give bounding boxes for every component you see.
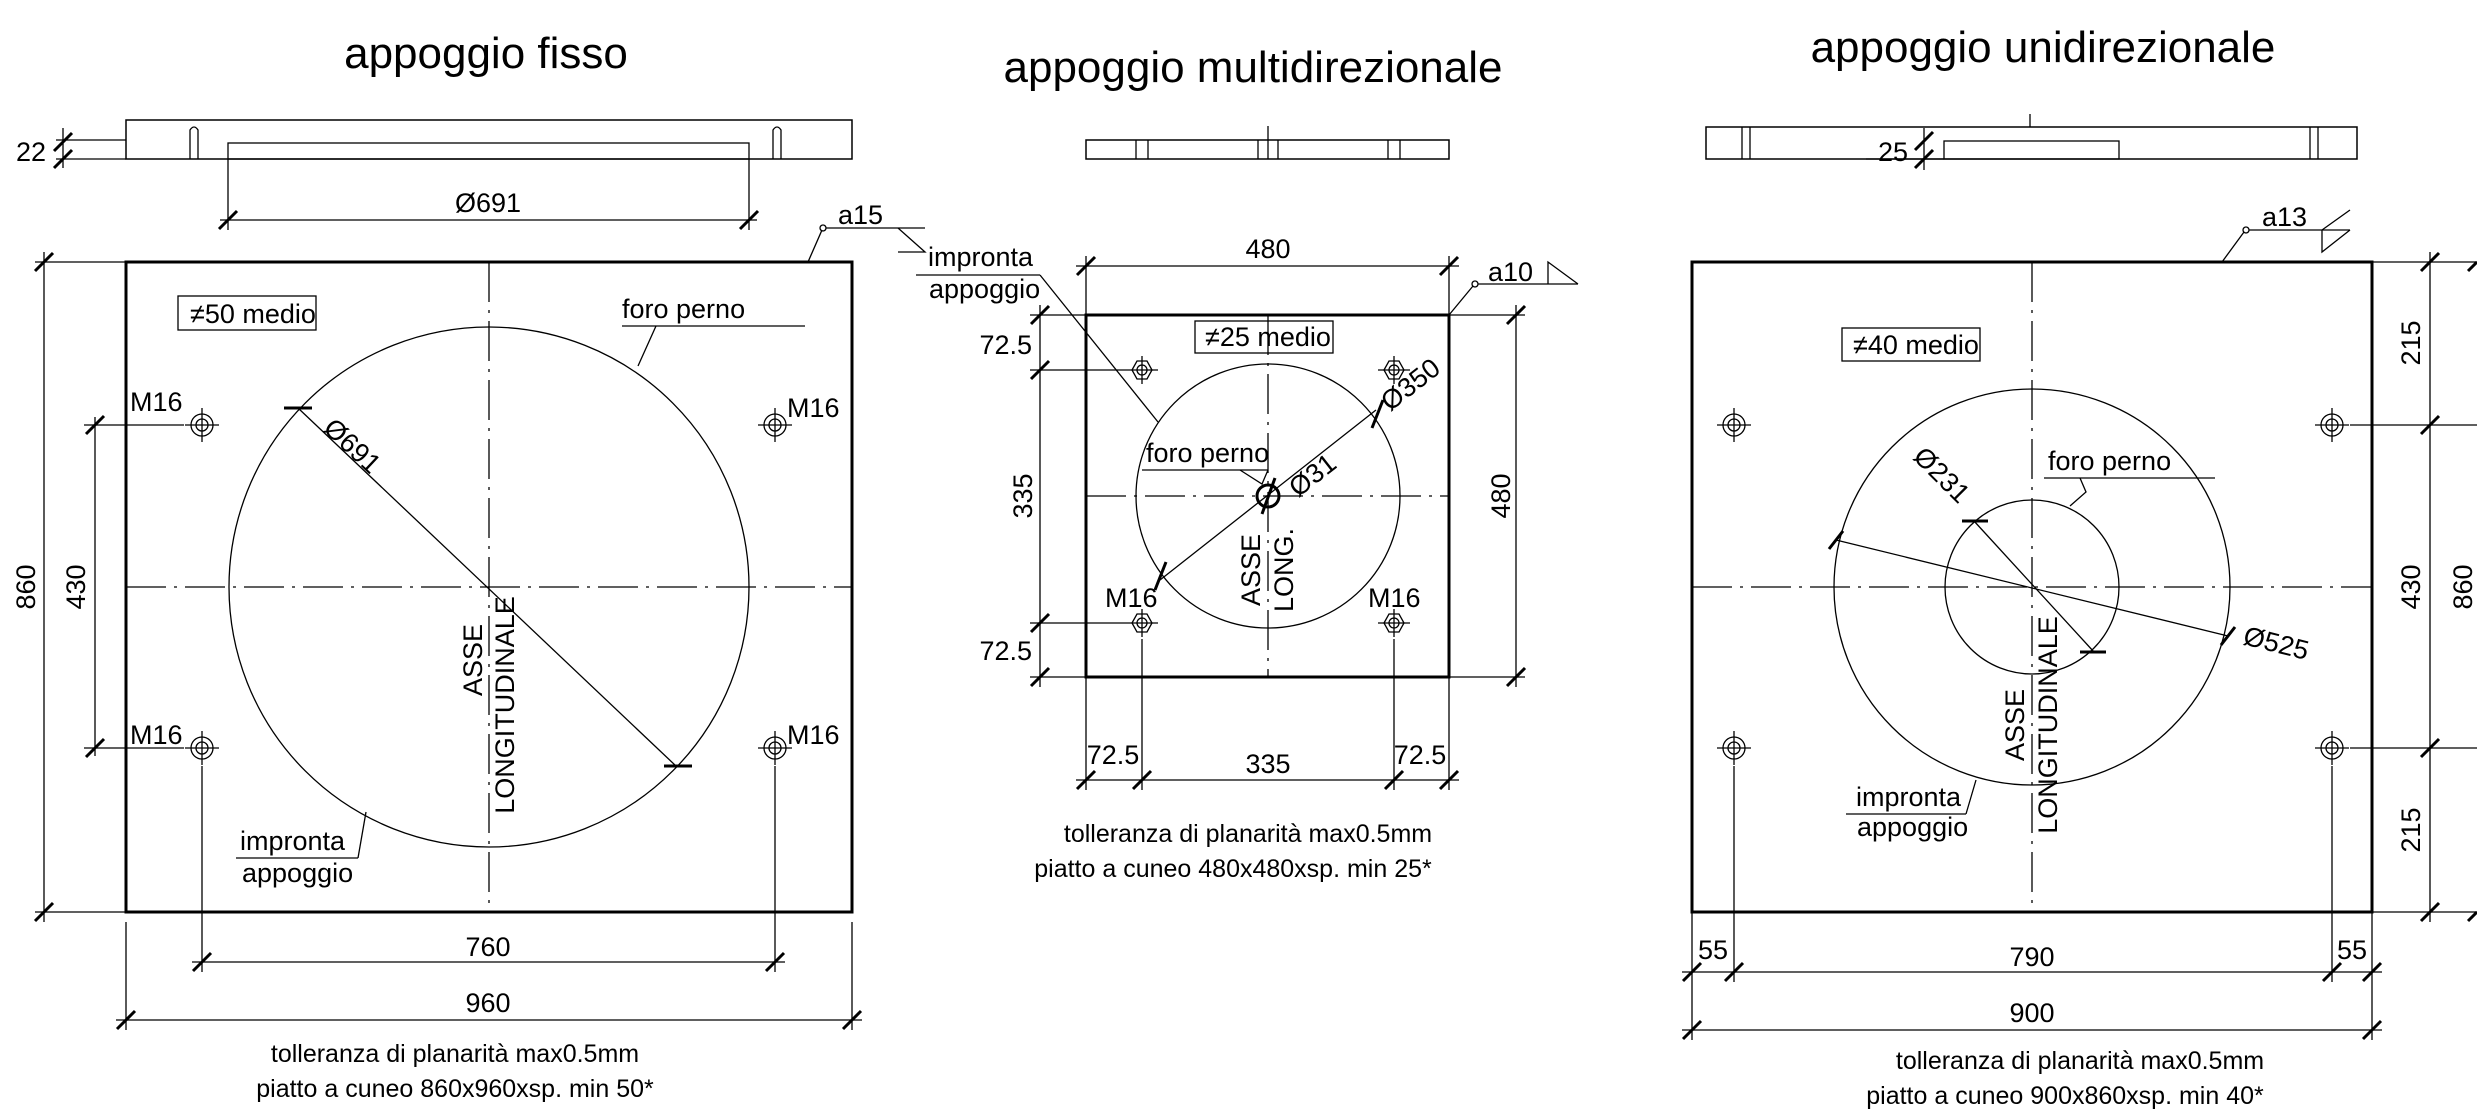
uni-outer-circle (1833, 388, 2231, 786)
uni-side-view: 25 (1705, 114, 2358, 170)
uni-note-1: tolleranza di planarità max0.5mm (1896, 1047, 2264, 1075)
uni-axis-label-1: ASSE (2000, 689, 2030, 761)
fixed-pin-circle (228, 326, 750, 848)
uni-bolt-3 (1716, 730, 1752, 766)
uni-weld-symbol: a13 (2221, 202, 2351, 263)
uni-width-dim: 900 (2009, 998, 2054, 1028)
fixed-bolt-label-1: M16 (130, 387, 183, 417)
multi-weld-label: a10 (1488, 257, 1533, 287)
multi-top-width-dim: 480 (1245, 234, 1290, 264)
fixed-thickness-dim: 22 (16, 137, 46, 167)
multi-right-height-dim: 480 (1486, 473, 1516, 518)
multi-side-view (1085, 126, 1450, 160)
uni-right-bottom-dim: 215 (2396, 807, 2426, 852)
multi-note-1: tolleranza di planarità max0.5mm (1064, 820, 1432, 848)
fixed-axis-label-2: LONGITUDINALE (490, 596, 520, 814)
uni-right-edge-dim: 55 (2337, 935, 2367, 965)
fixed-bolt-label-3: M16 (130, 720, 183, 750)
uni-axis-label-2: LONGITUDINALE (2033, 616, 2063, 834)
uni-thickness-box (1841, 327, 1981, 362)
uni-thickness-dim: 25 (1878, 137, 1908, 167)
fixed-bolt-1 (184, 407, 220, 443)
fixed-note-2: piatto a cuneo 860x960xsp. min 50* (256, 1075, 654, 1103)
fixed-weld-symbol: a15 (807, 200, 927, 263)
multi-thickness-box (1194, 320, 1334, 354)
multi-bolt-4 (1377, 608, 1411, 638)
fixed-bolt-label-4: M16 (787, 720, 840, 750)
uni-thickness-note: ≠40 medio (1853, 330, 1979, 360)
multidirectional-bearing-view: appoggio multidirezionale impronta appog… (916, 43, 1579, 883)
uni-left-edge-dim: 55 (1698, 935, 1728, 965)
uni-bolt-horizontal-dim: 790 (2009, 942, 2054, 972)
multi-footprint-circle (1135, 363, 1401, 629)
fixed-side-view: 22 Ø691 (16, 119, 853, 231)
uni-footprint-label-1: impronta (1856, 782, 1962, 812)
uni-inner-circle (1944, 499, 2120, 675)
uni-weld-label: a13 (2262, 202, 2307, 232)
uni-pin-hole-label: foro perno (2048, 446, 2171, 476)
uni-bolt-4 (2314, 730, 2350, 766)
uni-outer-diameter-dim: Ø525 (2241, 621, 2312, 666)
multi-bolt-label-2: M16 (1368, 583, 1421, 613)
multi-bolt-3 (1125, 608, 1159, 638)
fixed-bolt-label-2: M16 (787, 393, 840, 423)
uni-inner-diameter-dim: Ø231 (1908, 441, 1976, 509)
multi-pin-dim: Ø31 (1283, 448, 1342, 503)
multi-bottom-right-dim: 72.5 (1394, 740, 1447, 770)
uni-total-height-dim: 860 (2448, 564, 2477, 609)
multi-bottom-left-dim: 72.5 (1087, 740, 1140, 770)
uni-note-2: piatto a cuneo 900x860xsp. min 40* (1866, 1082, 2264, 1110)
fixed-thickness-note: ≠50 medio (190, 299, 316, 329)
uni-right-mid-dim: 430 (2396, 564, 2426, 609)
fixed-footprint-label-1: impronta (240, 826, 346, 856)
fixed-thickness-box (177, 295, 317, 331)
fixed-bolt-vertical-dim: 430 (61, 564, 91, 609)
fixed-footprint-label-2: appoggio (242, 858, 353, 888)
fixed-pin-hole-label: foro perno (622, 294, 745, 324)
fixed-width-dim: 960 (465, 988, 510, 1018)
fixed-axis-label-1: ASSE (458, 624, 488, 696)
multi-note-2: piatto a cuneo 480x480xsp. min 25* (1034, 855, 1432, 883)
multi-bolt-vertical-dim: 335 (1008, 473, 1038, 518)
multi-bolt-1 (1125, 355, 1159, 385)
multi-footprint-label-2: appoggio (929, 274, 1040, 304)
uni-bearing-title: appoggio unidirezionale (1811, 23, 2276, 72)
multi-pin-hole (1255, 483, 1281, 509)
multi-bolt-label-1: M16 (1105, 583, 1158, 613)
unidirectional-bearing-view: appoggio unidirezionale 25 a13 ≠40 medio… (1681, 23, 2477, 1110)
fixed-diameter-dim: Ø691 (318, 412, 387, 479)
multi-weld-symbol: a10 (1448, 257, 1579, 316)
multi-thickness-note: ≠25 medio (1205, 322, 1331, 352)
multi-axis-label-2: LONG. (1269, 528, 1299, 612)
multi-bottom-edge-dim: 72.5 (979, 636, 1032, 666)
fixed-height-dim: 860 (11, 564, 41, 609)
multi-bottom-mid-dim: 335 (1245, 749, 1290, 779)
fixed-top-diameter-dim: Ø691 (455, 188, 521, 218)
fixed-bolt-horizontal-dim: 760 (465, 932, 510, 962)
fixed-bolt-3 (184, 730, 220, 766)
multi-footprint-label-1: impronta (928, 242, 1034, 272)
uni-footprint-label-2: appoggio (1857, 812, 1968, 842)
multi-bearing-title: appoggio multidirezionale (1004, 43, 1503, 92)
fixed-bearing-view: appoggio fisso 22 Ø691 a15 ≠50 medio for… (11, 29, 927, 1103)
uni-bolt-1 (1716, 407, 1752, 443)
multi-axis-label-1: ASSE (1236, 534, 1266, 606)
fixed-bearing-title: appoggio fisso (344, 29, 628, 78)
fixed-note-1: tolleranza di planarità max0.5mm (271, 1040, 639, 1068)
uni-bolt-2 (2314, 407, 2350, 443)
fixed-weld-label: a15 (838, 200, 883, 230)
multi-circle-dim: Ø350 (1375, 352, 1446, 416)
multi-pin-hole-label: foro perno (1146, 438, 1269, 468)
multi-top-edge-dim: 72.5 (979, 330, 1032, 360)
uni-right-top-dim: 215 (2396, 320, 2426, 365)
